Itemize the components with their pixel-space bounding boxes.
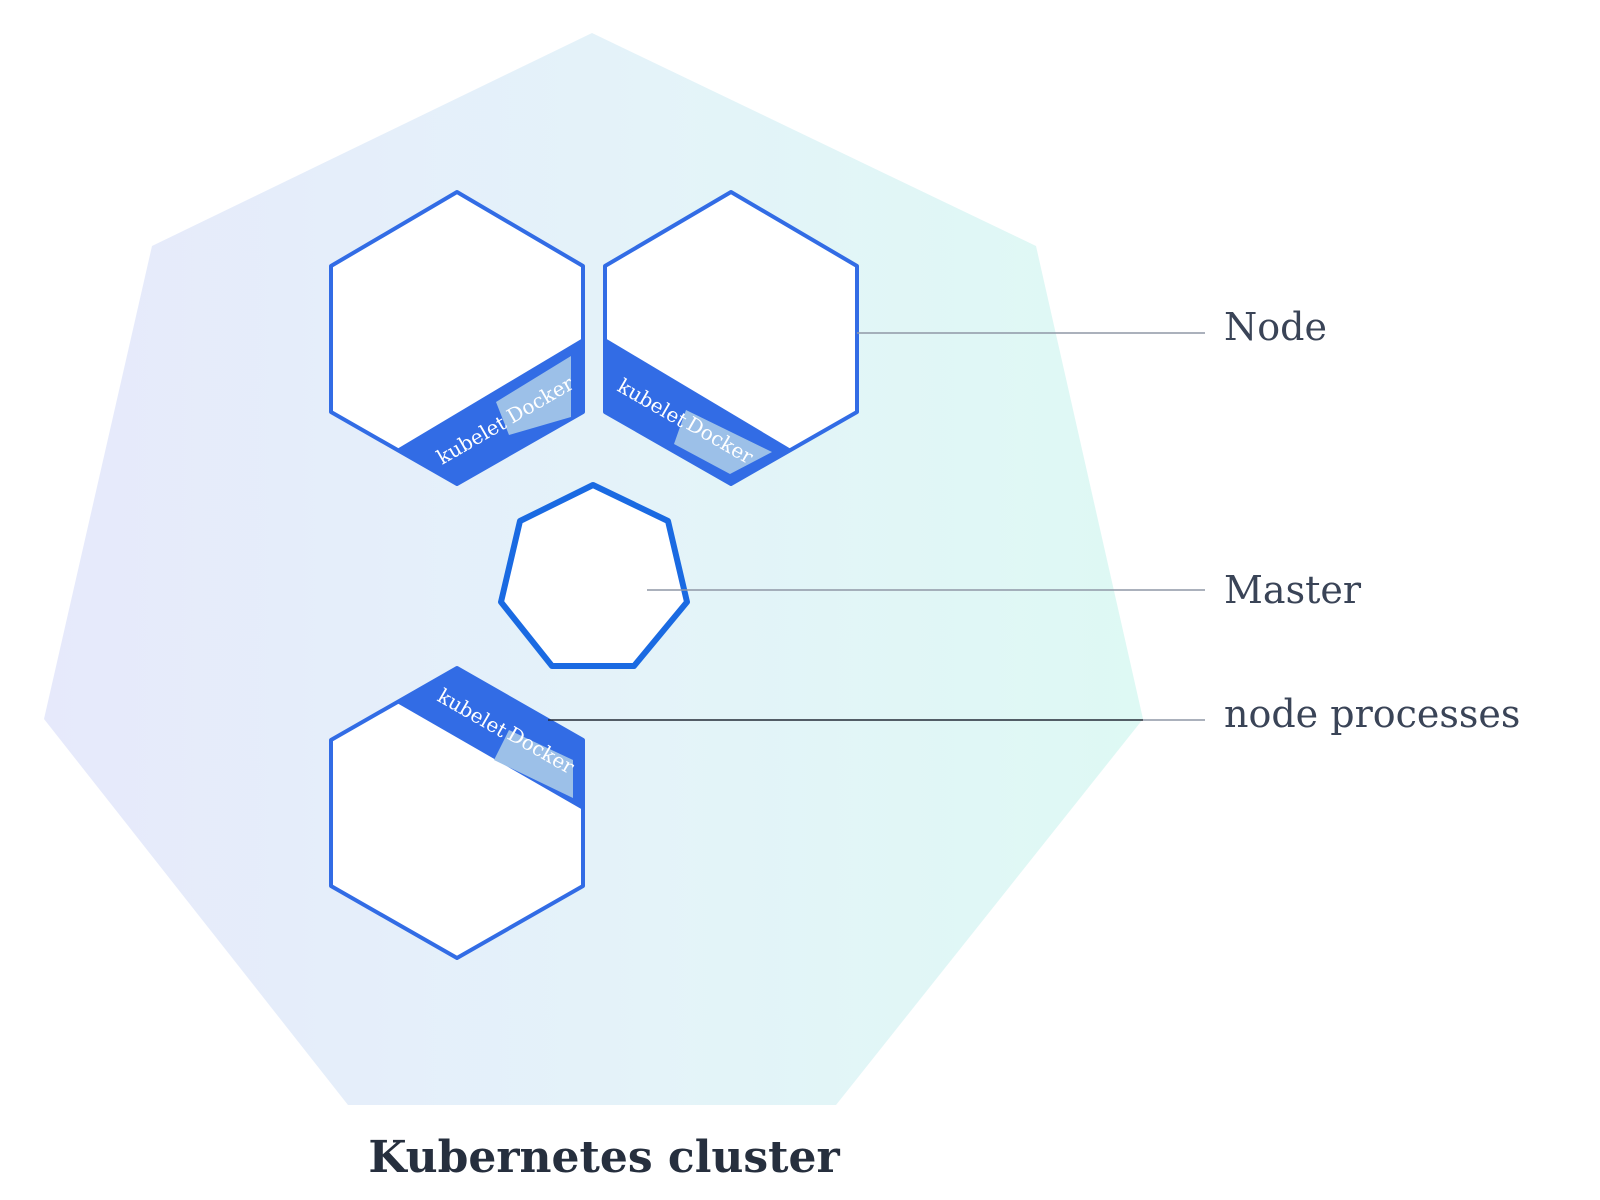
node-1: kubelet Docker [329, 190, 585, 486]
node-3: kubelet Docker [329, 666, 585, 960]
cluster-title: Kubernetes cluster [368, 1132, 840, 1183]
node-2: kubelet Docker [603, 190, 859, 486]
master-label: Master [1224, 568, 1362, 612]
node-3-docker-chip [494, 730, 573, 798]
node-label: Node [1224, 305, 1327, 349]
node-processes-label: node processes [1224, 692, 1520, 736]
node-2-docker-chip [674, 410, 772, 474]
node-1-docker-chip [496, 356, 571, 435]
master-heptagon [498, 482, 690, 669]
node-1-process-band [397, 338, 583, 484]
